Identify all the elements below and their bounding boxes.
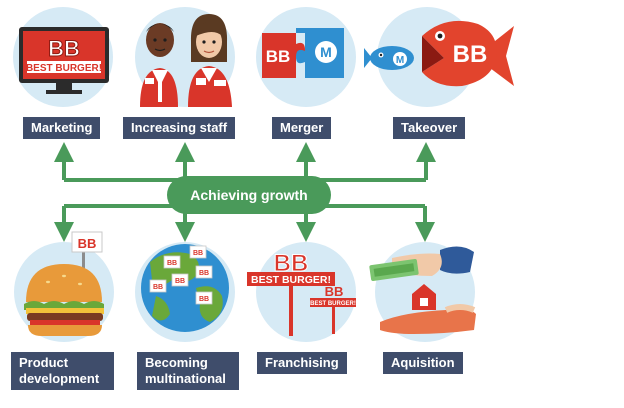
label-product-development: Product development <box>11 352 114 390</box>
takeover-logo-text: BB <box>453 41 488 68</box>
becoming-multinational-illustration: BB BB BB BB BB BB <box>135 242 235 342</box>
takeover-rival-letter: M <box>396 55 404 66</box>
tv-logo-text: BB <box>48 36 80 61</box>
product-development-illustration: BB <box>14 231 114 342</box>
label-product-development-line1: Product <box>19 355 69 370</box>
takeover-illustration: M BB <box>364 7 514 107</box>
franchising-illustration: BB BEST BURGER! BB BEST BURGER! <box>247 242 356 342</box>
sign-logo-tagline: BEST BURGER! <box>251 274 331 286</box>
signboards-icon: BB BEST BURGER! BB BEST BURGER! <box>247 250 356 336</box>
label-merger: Merger <box>272 117 332 139</box>
label-becoming-multinational-line1: Becoming <box>145 355 208 370</box>
merger-illustration: BB M <box>256 7 356 107</box>
globe-flag-2: BB <box>193 250 203 257</box>
puzzle-pieces-icon: BB M <box>262 28 344 78</box>
label-marketing: Marketing <box>23 117 101 139</box>
tv-billboard-icon: BB BEST BURGER! <box>19 27 109 94</box>
merger-rival-letter: M <box>320 44 332 60</box>
globe-flag-1: BB <box>167 260 177 267</box>
label-product-development-line2: development <box>19 371 100 386</box>
center-label: Achieving growth <box>190 187 308 203</box>
label-franchising: Franchising <box>257 352 347 374</box>
label-becoming-multinational: Becoming multinational <box>137 352 239 390</box>
fish-eating-fish-icon: M BB <box>364 20 514 87</box>
small-sign-logo-tagline: BEST BURGER! <box>310 301 356 307</box>
flag-logo-text: BB <box>78 236 97 251</box>
small-sign-logo-text: BB <box>325 284 344 299</box>
aquisition-illustration <box>369 242 476 342</box>
label-aquisition: Aquisition <box>383 352 463 374</box>
merger-logo-text: BB <box>266 47 291 66</box>
center-achieving-growth: Achieving growth <box>167 176 331 214</box>
tv-logo-tagline: BEST BURGER! <box>26 63 102 74</box>
globe-flag-3: BB <box>199 270 209 277</box>
globe-flags-icon: BB BB BB BB BB BB <box>141 244 229 332</box>
marketing-illustration: BB BEST BURGER! <box>13 7 113 107</box>
label-takeover: Takeover <box>393 117 466 139</box>
money-handover-icon <box>369 246 476 334</box>
increasing-staff-illustration <box>135 7 235 107</box>
label-becoming-multinational-line2: multinational <box>145 371 226 386</box>
globe-flag-6: BB <box>199 296 209 303</box>
staff-people-icon <box>140 14 232 107</box>
globe-flag-4: BB <box>175 278 185 285</box>
burger-icon: BB <box>24 231 104 336</box>
globe-flag-5: BB <box>153 284 163 291</box>
label-increasing-staff: Increasing staff <box>123 117 236 139</box>
